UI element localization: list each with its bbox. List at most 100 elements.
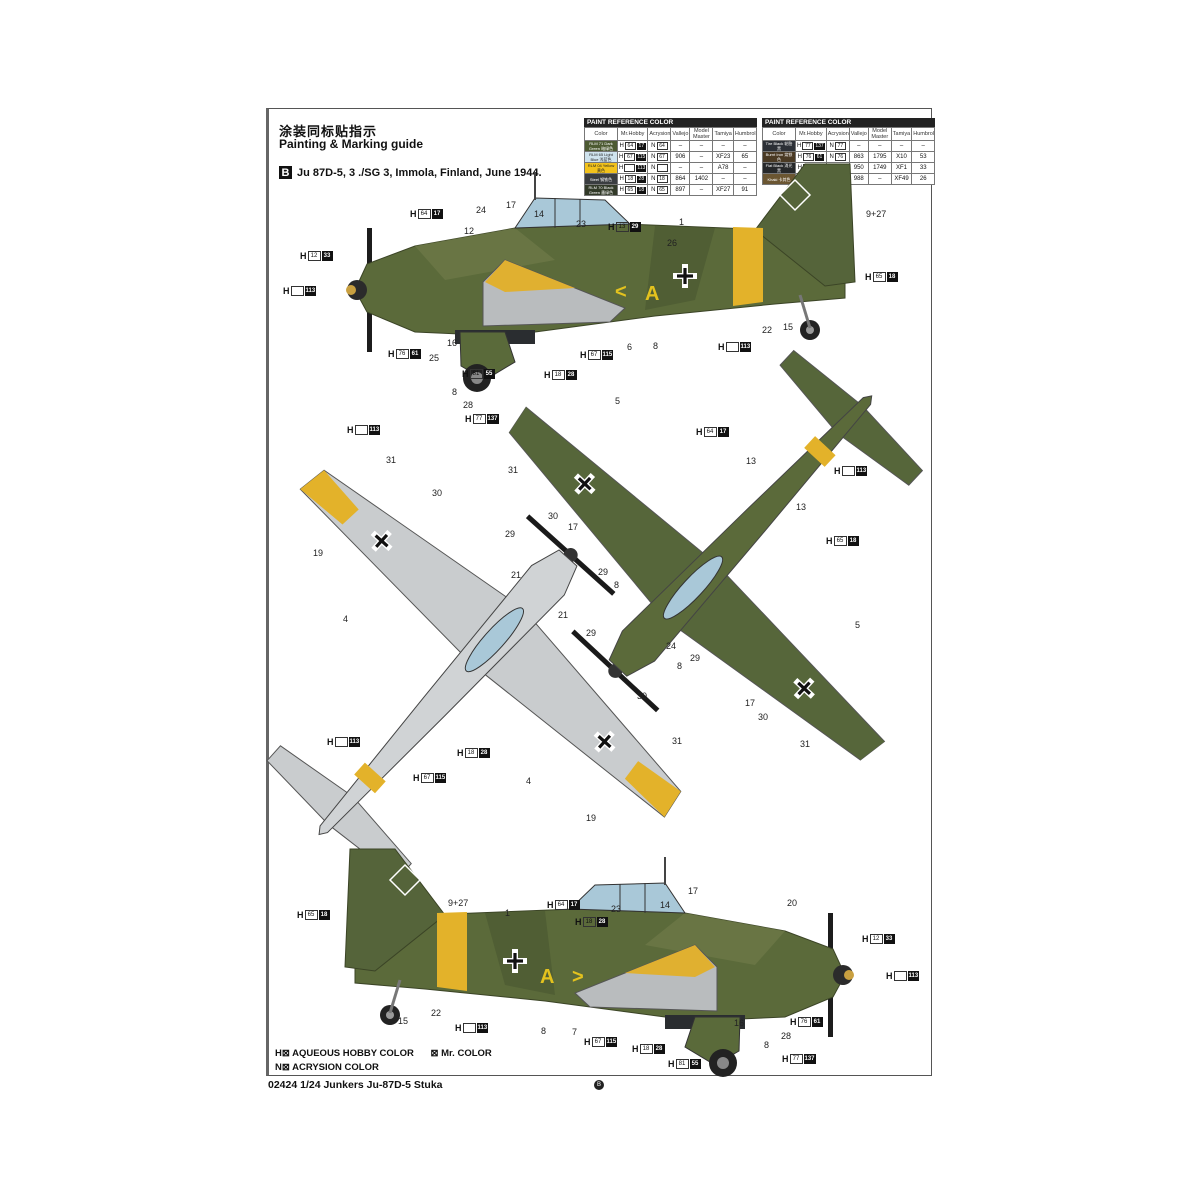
- h-number: 18: [639, 1044, 653, 1054]
- callout-number: 29: [598, 567, 609, 577]
- color-swatch: Khaki 卡其色: [762, 173, 796, 185]
- mr-color-number: 28: [565, 370, 577, 380]
- callout-number: 20: [787, 898, 798, 908]
- callout-number: 5: [855, 620, 861, 630]
- guide-frame: [266, 108, 932, 1076]
- badge-prefix: H: [668, 1059, 675, 1069]
- callout-number: 23: [611, 904, 622, 914]
- h-number: 64: [554, 900, 568, 910]
- badge-prefix: H: [862, 934, 869, 944]
- h-number: 77: [472, 414, 486, 424]
- badge-prefix: H: [455, 1023, 462, 1033]
- tamiya-cell: –: [890, 140, 913, 152]
- h-number: [334, 737, 348, 747]
- n-number: 77: [834, 142, 846, 150]
- badge-prefix: H: [696, 427, 703, 437]
- h-number: 67: [624, 153, 636, 161]
- mr-color-number: 18: [847, 536, 859, 546]
- callout-number: 26: [667, 238, 678, 248]
- h-number: 67: [587, 350, 601, 360]
- mr-color-number: 113: [368, 425, 381, 435]
- badge-prefix: H: [826, 536, 833, 546]
- h-number: 67: [420, 773, 434, 783]
- callout-number: 13: [796, 502, 807, 512]
- mr-color-number: 33: [883, 934, 895, 944]
- h-number: 76: [803, 153, 815, 161]
- badge-prefix: H: [462, 369, 469, 379]
- badge-prefix: H: [790, 1017, 797, 1027]
- callout-number: 30: [758, 712, 769, 722]
- badge-prefix: H: [575, 917, 582, 927]
- badge-prefix: H: [834, 466, 841, 476]
- callout-number: 13: [746, 456, 757, 466]
- callout-number: 23: [576, 219, 587, 229]
- callout-number: 9+27: [866, 209, 887, 219]
- paint-callout-badge: H 113: [455, 1023, 489, 1033]
- vallejo-cell: 897: [670, 184, 691, 196]
- callout-number: 7: [572, 1027, 578, 1037]
- callout-number: 6: [627, 342, 633, 352]
- h-number: [290, 286, 304, 296]
- mr-color-number: 29: [629, 222, 641, 232]
- h-number: [462, 1023, 476, 1033]
- h-number: 18: [551, 370, 565, 380]
- mr-color-number: 113: [739, 342, 752, 352]
- legend-acrysion: N⊠ ACRYSION COLOR: [275, 1062, 379, 1073]
- mr-color-number: 55: [689, 1059, 701, 1069]
- callout-number: 9+27: [448, 898, 469, 908]
- badge-prefix: H: [388, 349, 395, 359]
- humbrol-cell: 91: [732, 184, 757, 196]
- n-number: 67: [656, 153, 668, 161]
- h-number: 76: [797, 1017, 811, 1027]
- callout-number: 19: [586, 813, 597, 823]
- badge-prefix: H: [632, 1044, 639, 1054]
- h-number: 67: [591, 1037, 605, 1047]
- callout-number: 15: [398, 1016, 409, 1026]
- tamiya-cell: –: [712, 140, 734, 152]
- mr-color-number: 115: [601, 350, 614, 360]
- legend-row-1: H⊠ AQUEOUS HOBBY COLOR ⊠ Mr. COLOR: [275, 1048, 492, 1059]
- side-view-right-aircraft: A >: [345, 849, 854, 1077]
- h-number: 65: [872, 272, 886, 282]
- callout-number: 31: [672, 736, 683, 746]
- callout-number: 8: [653, 341, 659, 351]
- mr-color-number: 17: [431, 209, 443, 219]
- h-number: 13: [615, 222, 629, 232]
- footer-title: 02424 1/24 Junkers Ju-87D-5 Stuka: [268, 1079, 443, 1091]
- h-number: 77: [802, 142, 814, 150]
- callout-number: 22: [762, 325, 773, 335]
- mr-color-number: 17: [568, 900, 580, 910]
- color-swatch: RLM 70 Black Green 墨绿色: [584, 184, 618, 196]
- h-number: 77: [789, 1054, 803, 1064]
- callout-number: 16: [447, 338, 458, 348]
- h-number: [624, 164, 636, 172]
- callout-number: 31: [800, 739, 811, 749]
- badge-prefix: H: [608, 222, 615, 232]
- humbrol-cell: 26: [911, 173, 936, 185]
- mr-color-number: 113: [476, 1023, 489, 1033]
- callout-number: 21: [558, 610, 569, 620]
- callout-number: 29: [586, 628, 597, 638]
- chevron-marking-bottom: >: [572, 966, 584, 988]
- h-number: 64: [703, 427, 717, 437]
- title-chinese: 涂装同标贴指示: [279, 124, 378, 139]
